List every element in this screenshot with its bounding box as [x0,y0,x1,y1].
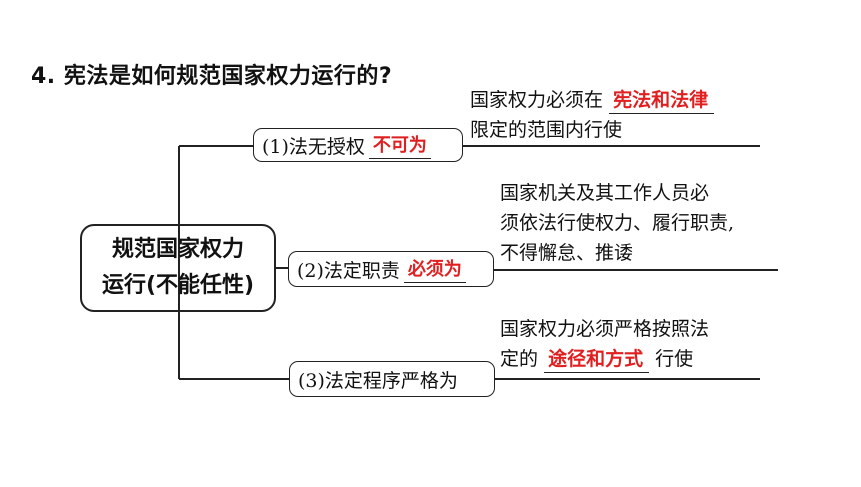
branch-3-note: 国家权力必须严格按照法 定的 途径和方式 行使 [500,314,709,374]
branch-3-note-answer: 途径和方式 [544,346,650,373]
branch-1-answer: 不可为 [368,131,431,159]
branch-2-answer: 必须为 [403,255,466,283]
branch-3-node: (3)法定程序严格为 [289,361,495,397]
branch-2-label: (2)法定职责 [297,259,400,282]
branch-1-note-after: 限定的范围内行使 [470,119,623,141]
branch-1-node: (1)法无授权 不可为 [253,128,463,162]
branch-3-note-before: 定的 [500,348,539,370]
branch-3-note-after: 行使 [655,348,694,370]
root-line-1: 规范国家权力 [111,237,244,262]
branch-3-note-line-1: 国家权力必须严格按照法 [500,318,710,340]
branch-1-note: 国家权力必须在 宪法和法律 限定的范围内行使 [470,85,715,145]
branch-1-note-answer: 宪法和法律 [609,87,715,114]
branch-3-label: (3)法定程序严格为 [298,369,458,392]
branch-2-note-line-2: 须依法行使权力、履行职责, [500,212,735,234]
root-node: 规范国家权力 运行(不能任性) [80,224,276,312]
root-line-2: 运行(不能任性) [101,273,255,298]
branch-2-node: (2)法定职责 必须为 [288,251,494,287]
question-heading: 4. 宪法是如何规范国家权力运行的? [31,64,393,89]
branch-2-note: 国家机关及其工作人员必 须依法行使权力、履行职责, 不得懈怠、推诿 [500,178,734,268]
branch-2-note-line-3: 不得懈怠、推诿 [500,242,634,264]
branch-2-note-line-1: 国家机关及其工作人员必 [500,182,710,204]
branch-1-label: (1)法无授权 [262,135,365,158]
branch-1-note-before: 国家权力必须在 [470,89,604,111]
